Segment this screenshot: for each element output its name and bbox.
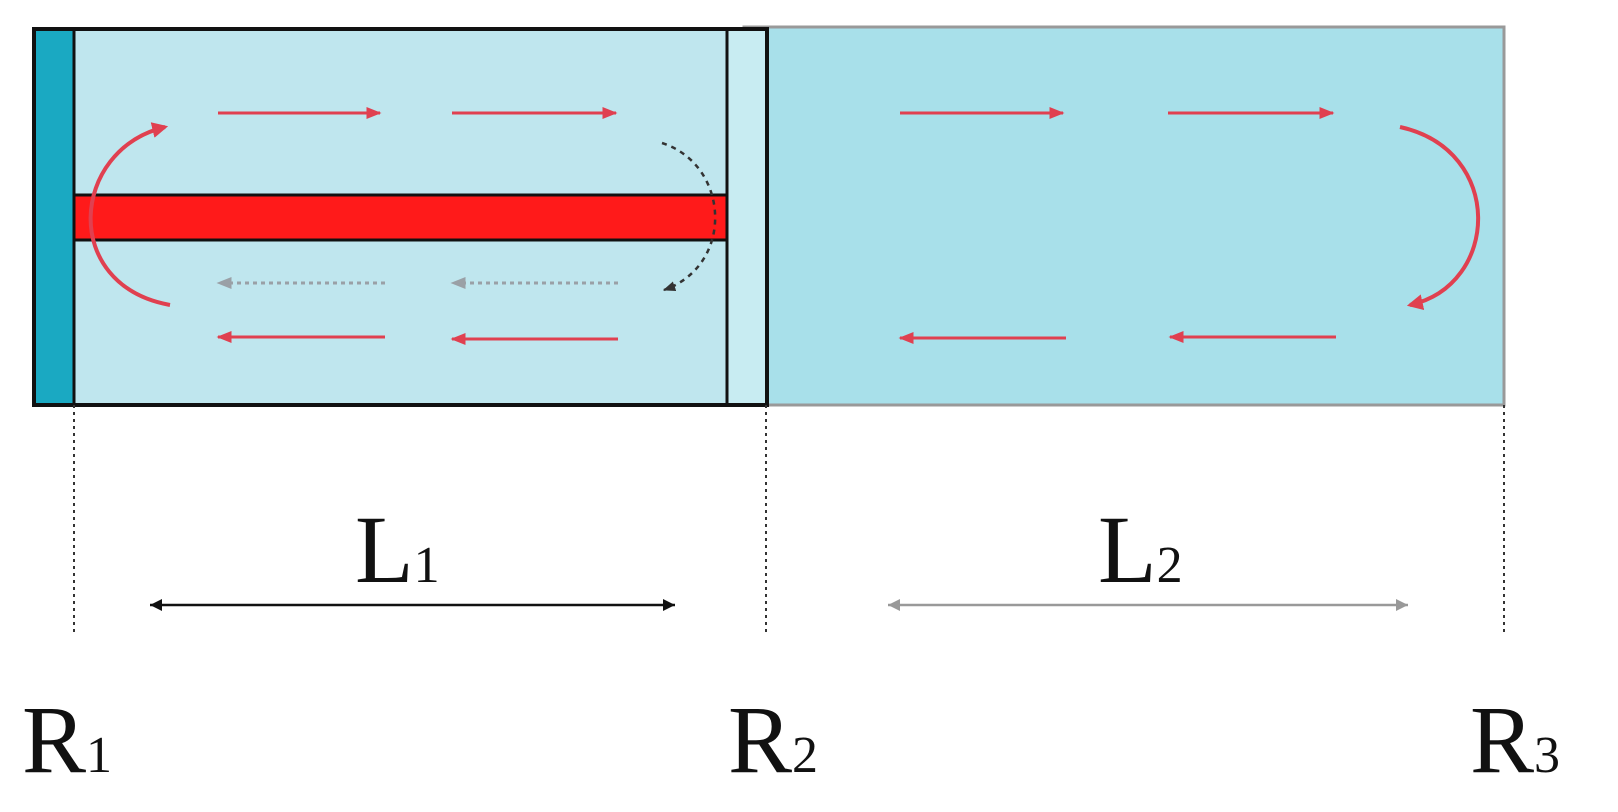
label-r2: R2 bbox=[728, 686, 818, 793]
mirror-r2 bbox=[725, 27, 769, 407]
mirror-r1 bbox=[32, 27, 76, 407]
label-l1: L1 bbox=[355, 496, 440, 603]
label-r3-main: R bbox=[1470, 686, 1534, 793]
gain-rod bbox=[72, 193, 729, 242]
label-r1-main: R bbox=[22, 686, 86, 793]
label-r3-sub: 3 bbox=[1534, 727, 1560, 784]
reflection-arrow-r3 bbox=[1399, 125, 1481, 311]
label-r2-sub: 2 bbox=[792, 727, 818, 784]
label-r1-sub: 1 bbox=[86, 727, 112, 784]
cavity-1-outline bbox=[32, 27, 769, 407]
label-l2-sub: 2 bbox=[1157, 537, 1183, 594]
label-l2-main: L bbox=[1098, 496, 1157, 603]
label-l1-sub: 1 bbox=[414, 537, 440, 594]
label-r3: R3 bbox=[1470, 686, 1560, 793]
label-l2: L2 bbox=[1098, 496, 1183, 603]
reflection-arrow-r1 bbox=[88, 122, 171, 307]
label-r1: R1 bbox=[22, 686, 112, 793]
cavity-2 bbox=[742, 25, 1506, 407]
label-l1-main: L bbox=[355, 496, 414, 603]
label-r2-main: R bbox=[728, 686, 792, 793]
